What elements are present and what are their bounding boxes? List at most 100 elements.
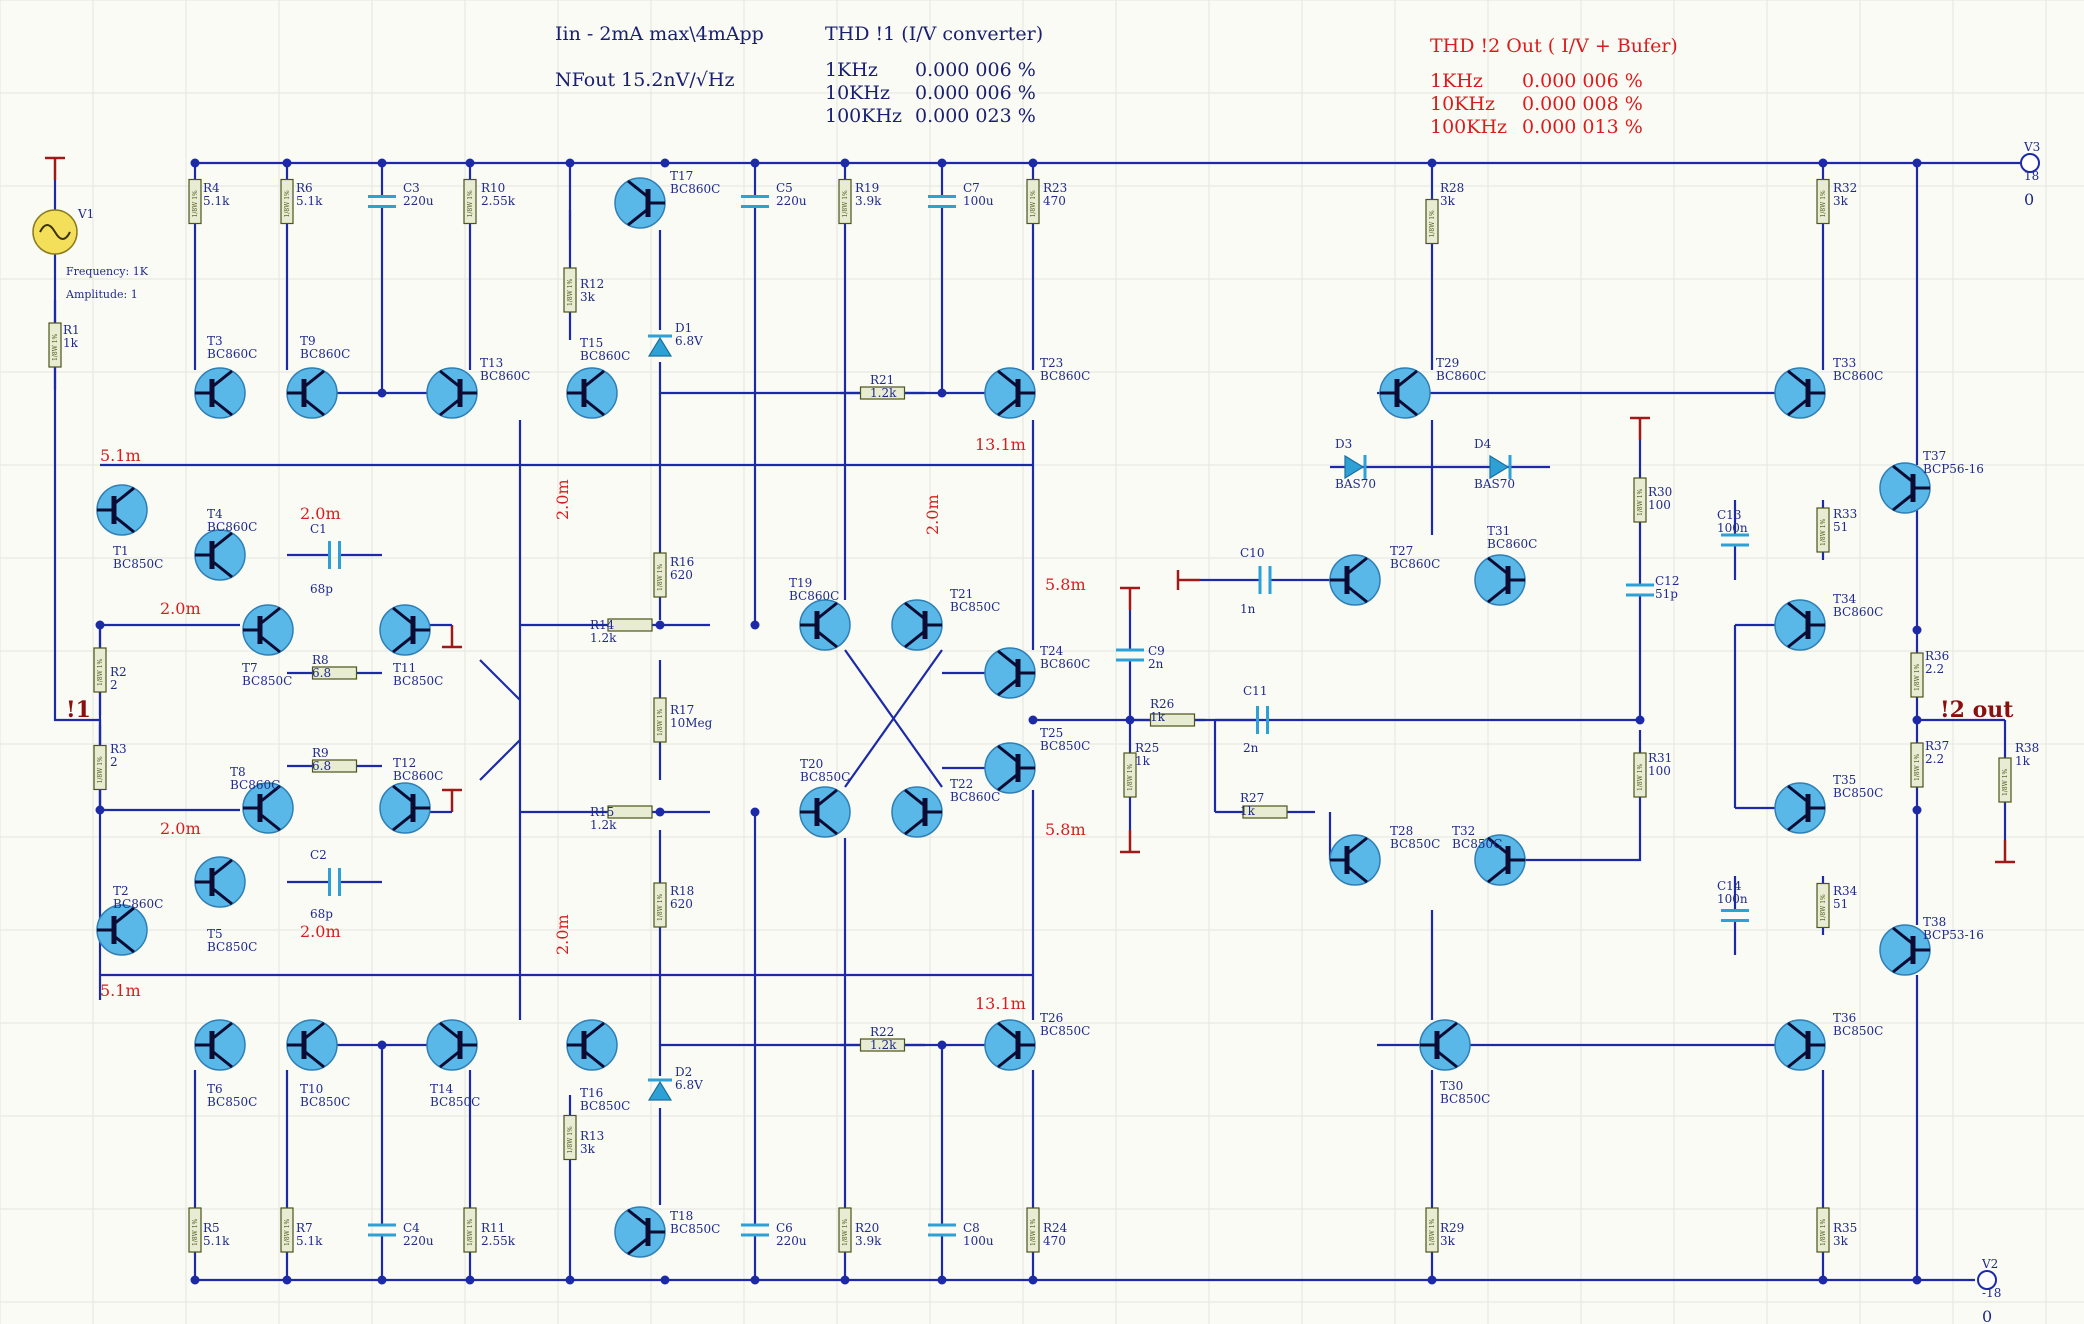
transistor-collector (439, 1021, 461, 1041)
junction-dot (1912, 805, 1922, 815)
transistor-part: BC860C (1833, 605, 1883, 619)
resistor-ref: R37 (1925, 739, 1949, 753)
transistor-ref: T21 (950, 587, 973, 601)
transistor-ref: T31 (1487, 524, 1510, 538)
resistor-body (188, 178, 202, 225)
transistor-part: BC860C (580, 349, 630, 363)
transistor-collector (1787, 1021, 1809, 1041)
resistor-body (1910, 652, 1924, 698)
thd2-title: THD !2 Out ( I/V + Bufer) (1430, 35, 1678, 57)
transistor-emitter (997, 677, 1019, 697)
capacitor-value: 2n (1243, 741, 1259, 755)
transistor-ref: T34 (1833, 592, 1857, 606)
resistor: 1/8W 1%R22 (93, 647, 127, 693)
capacitor-value: 1n (1240, 602, 1256, 616)
transistor-part: BC860C (1487, 537, 1537, 551)
capacitor-value: 100u (963, 194, 994, 208)
transistor-collector (392, 606, 414, 626)
transistor-part: BC860C (230, 778, 280, 792)
transistor-emitter (439, 397, 461, 417)
transistor-emitter (303, 397, 325, 417)
transistor-ref: T36 (1833, 1011, 1856, 1025)
resistor-value: 3k (1440, 194, 1456, 208)
resistor: 1/8W 1%R45.1k (188, 178, 230, 225)
capacitor-value: 220u (776, 1234, 807, 1248)
transistor-collector (211, 1021, 233, 1041)
junction-dot (1635, 715, 1645, 725)
diode: D26.8V (647, 1065, 703, 1101)
resistor-ref: R22 (870, 1025, 894, 1039)
transistor-part: BC860C (393, 769, 443, 783)
wire (479, 739, 521, 781)
resistor-ref: R31 (1648, 751, 1672, 765)
resistor: 1/8W 1%R55.1k (188, 1207, 230, 1253)
transistor-emitter (211, 886, 233, 906)
resistor-rating: 1/8W 1% (1637, 488, 1644, 516)
probe-1-label: !1 (66, 697, 91, 723)
transistor-collector (392, 784, 414, 804)
resistor-value: 3k (1833, 1234, 1849, 1248)
transistor-emitter (113, 514, 135, 534)
transistor-collector (113, 486, 135, 506)
transistor-part: BC850C (393, 674, 443, 688)
transistor-ref: T13 (480, 356, 503, 370)
transistor-collector (1787, 601, 1809, 621)
transistor-part: BC860C (113, 897, 163, 911)
transistor-ref: T23 (1040, 356, 1063, 370)
resistor-value: 3.9k (855, 194, 882, 208)
capacitor-ref: C9 (1148, 644, 1165, 658)
transistor-part: BC860C (789, 589, 839, 603)
transistor-collector (997, 369, 1019, 389)
wire (1525, 820, 1642, 862)
resistor-value: 3k (580, 1142, 596, 1156)
transistor-ref: T19 (789, 576, 812, 590)
transistor-part: BC850C (1390, 837, 1440, 851)
resistor-value: 2.2 (1925, 662, 1944, 676)
resistor-rating: 1/8W 1% (567, 1126, 574, 1154)
resistor-value: 470 (1043, 1234, 1066, 1248)
resistor-ref: R33 (1833, 507, 1857, 521)
capacitor-value: 220u (776, 194, 807, 208)
capacitor-value: 220u (403, 1234, 434, 1248)
resistor-value: 100 (1648, 498, 1671, 512)
junction-dot (660, 1275, 670, 1285)
resistor-value: 1k (1135, 754, 1151, 768)
resistor-rating: 1/8W 1% (1914, 663, 1921, 691)
transistor-emitter (392, 812, 414, 832)
resistor-body (653, 882, 667, 928)
resistor-body (1149, 713, 1196, 727)
transistor-collector (439, 369, 461, 389)
wire (844, 649, 943, 788)
diode-ref: D2 (675, 1065, 692, 1079)
resistor-ref: R21 (870, 373, 894, 387)
transistor-ref: T37 (1923, 449, 1946, 463)
transistor-part: BC860C (207, 520, 257, 534)
transistor-ref: T18 (670, 1209, 693, 1223)
resistor-body (311, 759, 358, 773)
resistor-value: 5.1k (296, 1234, 323, 1248)
resistor-rating: 1/8W 1% (467, 190, 474, 218)
transistor-part: BC860C (1390, 557, 1440, 571)
transistor-part: BC860C (670, 182, 720, 196)
resistor-ref: R4 (203, 181, 220, 195)
iin-spec: Iin - 2mA max\4mApp (555, 23, 764, 45)
